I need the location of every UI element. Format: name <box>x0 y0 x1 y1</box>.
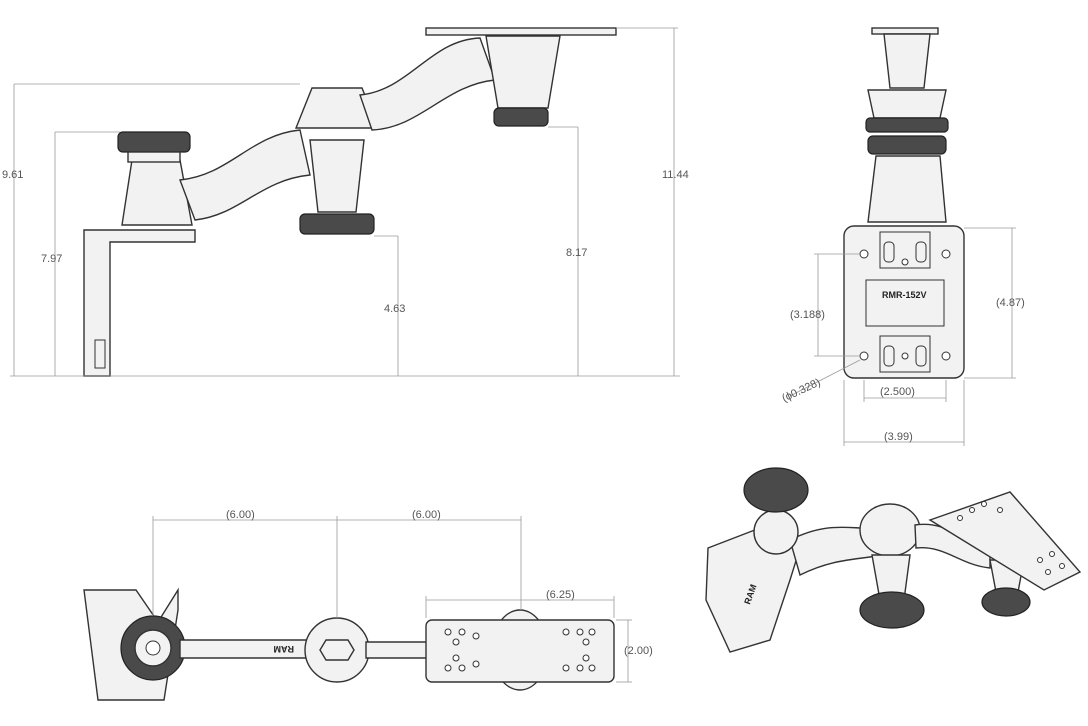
front-middle-lower-socket <box>309 139 365 213</box>
front-top-plate <box>425 27 617 36</box>
front-middle-knob <box>299 213 375 235</box>
dim-9-61: 9.61 <box>2 169 23 181</box>
iso-view <box>705 467 1082 653</box>
top-plate <box>425 619 615 683</box>
front-middle-socket <box>294 87 380 129</box>
top-arm-marking: RAM <box>274 644 295 654</box>
dim-11-44: 11.44 <box>662 169 689 181</box>
side-center-plate <box>865 279 945 327</box>
front-left-socket <box>121 159 193 226</box>
front-right-knob <box>493 107 549 127</box>
side-view <box>789 27 1016 446</box>
front-left-knob <box>117 131 191 153</box>
front-upper-arm <box>359 37 496 131</box>
front-left-knob-base <box>127 151 181 163</box>
top-middle-hex <box>319 639 355 661</box>
side-top-plate <box>871 27 939 35</box>
iso-middle-socket <box>859 503 921 557</box>
dim-3-99: (3.99) <box>884 431 913 443</box>
side-lower-knob <box>867 135 947 155</box>
side-upper-knob <box>865 117 949 133</box>
iso-middle-knob <box>859 591 925 629</box>
plate-model-label: RMR-152V <box>882 290 927 300</box>
front-l-bracket <box>83 229 196 377</box>
side-upper-socket <box>883 33 931 89</box>
dim-6-25: (6.25) <box>546 589 575 601</box>
dim-4-63: 4.63 <box>384 303 405 315</box>
side-base-plate <box>843 225 965 379</box>
dim-4-87: (4.87) <box>996 297 1025 309</box>
top-right-arm <box>365 641 429 659</box>
front-bracket-slot <box>94 339 106 369</box>
side-upper-ball <box>867 89 947 119</box>
iso-left-knob <box>743 467 809 513</box>
dim-6-00-right: (6.00) <box>412 509 441 521</box>
front-lower-arm <box>179 129 311 221</box>
top-view <box>83 516 632 701</box>
dim-hole-diameter: (ϕ0.328) <box>780 377 822 405</box>
dim-8-17: 8.17 <box>566 247 587 259</box>
side-lower-socket <box>867 155 947 223</box>
dim-7-97: 7.97 <box>41 253 62 265</box>
front-view <box>10 27 680 377</box>
iso-right-knob <box>981 587 1031 617</box>
front-right-socket <box>485 35 561 109</box>
iso-left-ball <box>753 509 799 555</box>
dim-2-00: (2.00) <box>624 645 653 657</box>
dim-3-188: (3.188) <box>790 309 825 321</box>
dim-6-00-left: (6.00) <box>226 509 255 521</box>
dim-2-500: (2.500) <box>880 386 915 398</box>
